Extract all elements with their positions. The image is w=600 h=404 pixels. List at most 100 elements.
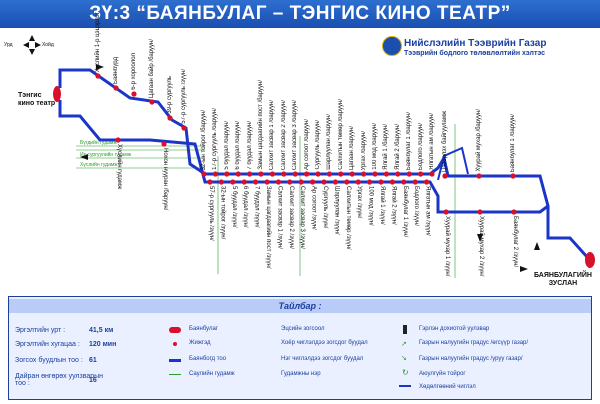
stop-label: 17-р сургууль /баруун/ (212, 108, 219, 170)
stop-symbol-icon (173, 342, 177, 346)
stop-label: Хүслийн 1-р цэцэрлэг (95, 11, 101, 72)
stop-label: Салхит засвар 2 /баруун/ (280, 99, 287, 170)
stop-markers (95, 73, 517, 215)
stop-label: Замын цагдаагийн пост /зүүн/ (265, 186, 271, 269)
stop-label: Салхит засвар 1 /баруун/ (269, 99, 276, 170)
stop-dot (212, 171, 218, 177)
legend-item-label: Хөдөлгөөний чиглэл (419, 384, 476, 390)
terminal-marker-start (53, 86, 61, 102)
stop-label: Ар согоот /баруун/ (303, 119, 310, 170)
compass: Урд Хойд (4, 34, 54, 56)
stop-label: Хүслийн гудамж (116, 144, 122, 190)
stop-dot (298, 179, 304, 185)
stop-dot (292, 171, 298, 177)
stop-dot (181, 125, 187, 131)
stop-label: 100 мод /баруун/ (372, 123, 378, 170)
guide-street-label: Бүгдийн гудамж (80, 140, 117, 146)
stop-label: Ургах /зүүн/ (356, 186, 363, 219)
direction-arrow-icon (534, 242, 540, 250)
stop-dot (281, 171, 287, 177)
stop-label: Нохон нууран /баруун/ (162, 148, 168, 211)
slope-up-icon: ↗ (401, 341, 407, 348)
stop-label: Хуурай мухар /баруун/ (476, 109, 482, 172)
stop-dot (326, 171, 332, 177)
legend-item-label: Газрын налуугийн градус /уруу газар/ (419, 356, 523, 362)
stop-dot (378, 179, 384, 185)
stop-label: Сургууль /баруун/ (315, 120, 321, 170)
stop-dot (235, 171, 241, 177)
stop-label: Салхит засвар 3 /баруун/ (292, 99, 299, 170)
route-map-canvas (53, 64, 595, 278)
stop-label: Ургах /баруун/ (360, 130, 367, 171)
direction-arrows (80, 64, 540, 272)
stop-dot (429, 171, 435, 177)
stop-label: 32-ын тойрог /зүүн/ (219, 186, 226, 240)
stop-label: Замын цагдаагийн пост /баруун/ (258, 80, 264, 170)
legend-item-label: Саулийн гудамж (189, 371, 235, 377)
stop-label: 6-р хороолол (131, 53, 137, 90)
stop-label: Сургууль /зүүн/ (322, 186, 328, 229)
stop-label: 39-р сургууль (167, 76, 173, 114)
stop-dot (424, 179, 430, 185)
direction-arrow-icon (477, 234, 483, 242)
stop-dot (332, 179, 338, 185)
stop-label: 5 буудал /зүүн/ (230, 186, 237, 228)
stop-label: Баянбулаг 1 /зүүн/ (401, 186, 408, 238)
stop-dot (131, 91, 137, 97)
organization-department: Тээврийн бодлого төлөвлөлтийн хэлтэс (404, 50, 546, 57)
stat-value: 41,5 км (89, 327, 114, 334)
stop-label: Ар согоот /зүүн/ (310, 186, 317, 230)
stop-dot (315, 171, 321, 177)
stop-label: Хуурай мухар 1 /зүүн/ (444, 216, 450, 277)
stop-label: Ялгай 2 /зүүн/ (390, 186, 397, 225)
stop-label: Цагаан /баруун/ (349, 125, 356, 170)
roundabout-icon: ↻ (402, 368, 409, 377)
legend-item-label: Аюулгүйн тойрог (419, 371, 466, 377)
stop-dot (367, 179, 373, 185)
stop-label: Ялгай 1 /зүүн/ (379, 186, 385, 225)
stop-label: Хуурай мухар 2 /зүүн/ (478, 216, 484, 277)
stop-dot (395, 171, 401, 177)
stat-label: Эргэлтийн хугацаа : (15, 341, 80, 348)
stop-dot (275, 179, 281, 185)
terminal-marker-end (585, 252, 595, 268)
stop-dot (95, 73, 101, 79)
stop-label: Баянбулаг 2 /зүүн/ (512, 216, 518, 268)
legend-item-label: Баянбогд тоо (189, 356, 227, 362)
stop-label: Ялгай 1 /баруун/ (383, 124, 390, 170)
stop-dot (383, 171, 389, 177)
stop-dot (511, 209, 517, 215)
stop-label: Цагаан байр /баруун/ (149, 38, 155, 98)
stop-dot (476, 173, 482, 179)
stop-dot (230, 179, 236, 185)
stop-dot (224, 171, 230, 177)
compass-icon (23, 35, 41, 55)
stop-dot (442, 173, 448, 179)
stop-label: Салхитын төмөр /зүүн/ (344, 186, 351, 250)
stop-dot (389, 179, 395, 185)
legend-panel: Тайлбар : Эргэлтийн урт : 41,5 км Эргэлт… (8, 296, 592, 400)
stop-label: Шарлуулан /баруун/ (326, 114, 333, 170)
stop-dot (207, 179, 213, 185)
terminal-label-start: Тэнгис кино театр (18, 92, 56, 107)
stop-label: 57-р сургууль /зүүн/ (181, 69, 187, 124)
stop-dot (372, 171, 378, 177)
stop-dot (510, 173, 516, 179)
direction-arrow-icon (520, 266, 528, 272)
stop-label: Баянбулаг 1 /баруун/ (406, 111, 413, 170)
compass-east-label: Хойд (42, 42, 54, 48)
stop-label: Салхит засвар 1 /зүүн/ (276, 186, 283, 249)
legend-item-label: Эцсийн зогсоол (281, 326, 325, 332)
legend-item-label: Гудамжны нэр (281, 371, 321, 377)
direction-arrow-icon (80, 154, 88, 160)
stop-dot (218, 179, 224, 185)
street-symbol-icon (169, 374, 181, 375)
stop-dot (149, 99, 155, 105)
stop-label: 7 буудал /баруун/ (246, 121, 253, 170)
stop-dot (321, 179, 327, 185)
stop-dot (355, 179, 361, 185)
stop-label: Ялгатын ам /зүүн/ (424, 186, 431, 236)
stop-dot (258, 171, 264, 177)
stop-dot (253, 179, 259, 185)
legend-item-label: Газрын налуугийн градус /өгсүүр газар/ (419, 340, 529, 346)
